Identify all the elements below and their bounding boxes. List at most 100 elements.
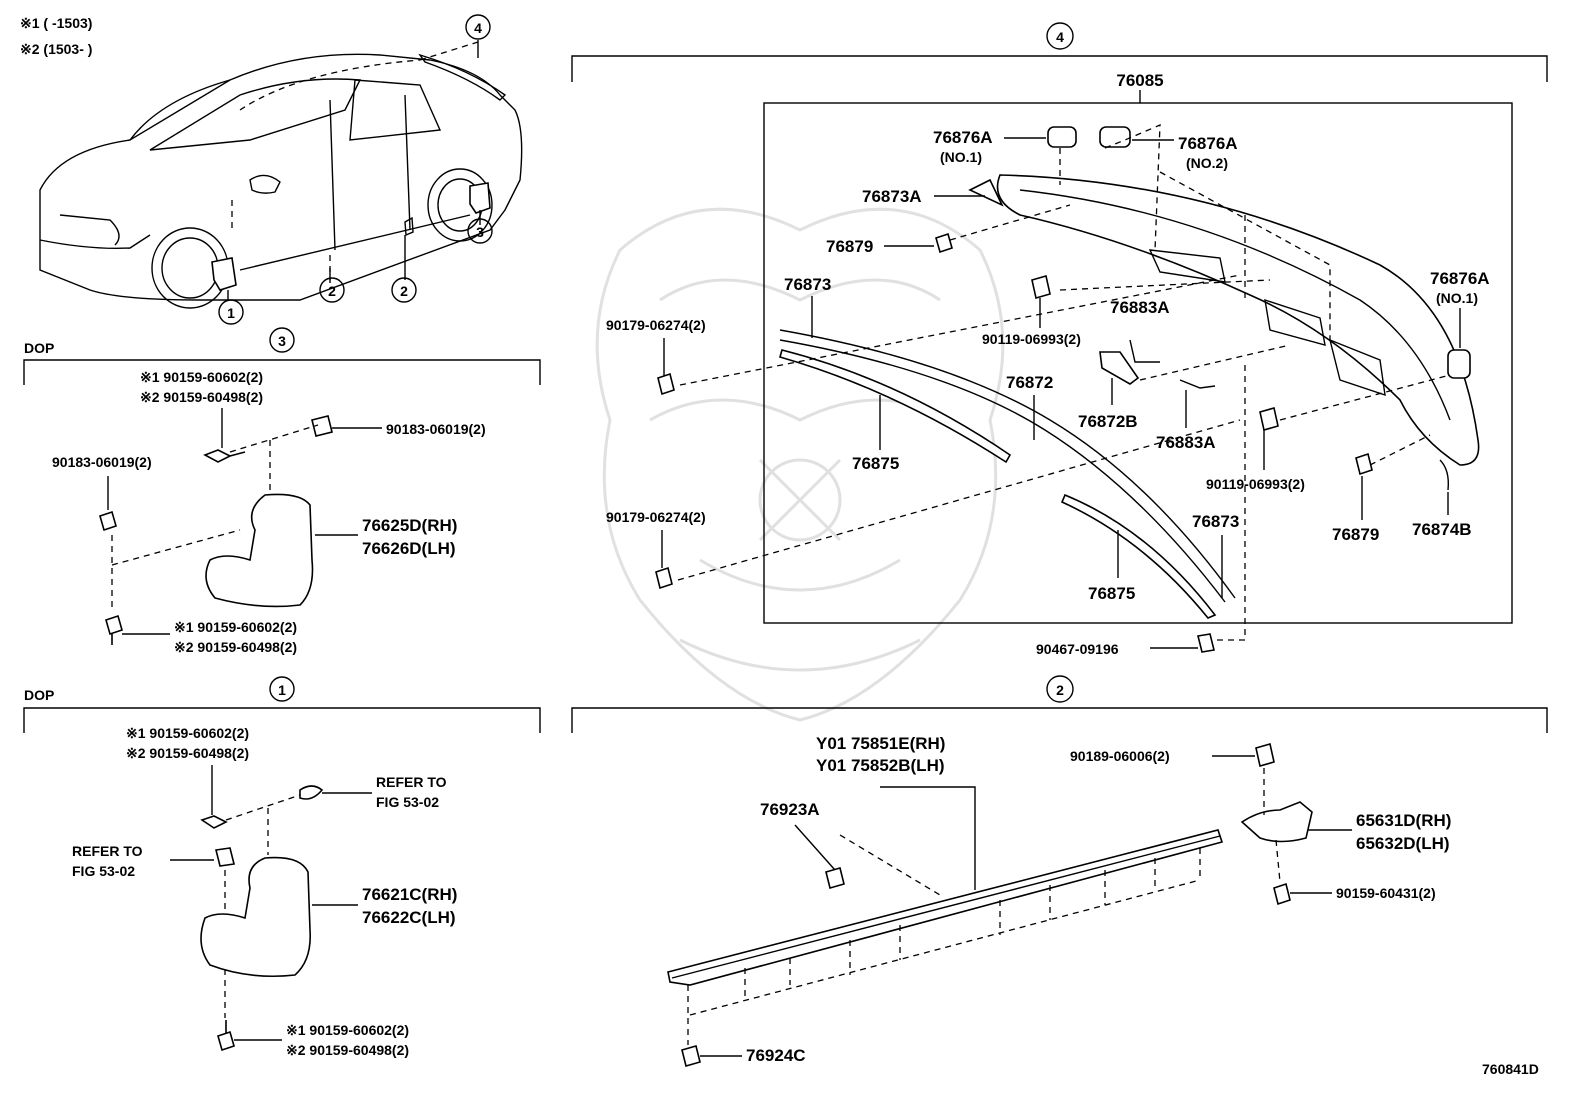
section-3-bracket bbox=[23, 359, 541, 385]
s4-label-76876a-1: 76876A bbox=[933, 128, 993, 147]
s1-refer-left-2: FIG 53-02 bbox=[72, 863, 135, 879]
svg-text:3: 3 bbox=[278, 333, 286, 349]
s3-bolt-bot-2: ※2 90159-60498(2) bbox=[174, 639, 297, 655]
car-overview-illustration bbox=[39, 41, 523, 309]
s3-nut-right-icon bbox=[311, 415, 333, 437]
s4-label-76876a-3: 76876A bbox=[1430, 269, 1490, 288]
s1-bolt-bot-1: ※1 90159-60602(2) bbox=[286, 1022, 409, 1038]
s4-label-76873-b: 76873 bbox=[1192, 512, 1239, 531]
s4-label-76879-b: 76879 bbox=[1332, 525, 1379, 544]
s3-bolt-top-icon bbox=[203, 449, 246, 463]
marker-1-section: 1 bbox=[269, 676, 295, 702]
s1-mudflap-icon bbox=[200, 856, 312, 978]
s3-nut-left: 90183-06019(2) bbox=[52, 454, 152, 470]
spacer-76883a-a-icon bbox=[1129, 339, 1160, 363]
samurai-watermark-icon bbox=[595, 207, 1005, 722]
s4-label-76883a-a: 76883A bbox=[1110, 298, 1170, 317]
s3-bolt-top-2: ※2 90159-60498(2) bbox=[140, 389, 263, 405]
s4-label-90179-b: 90179-06274(2) bbox=[606, 509, 706, 525]
s3-mudflap-icon bbox=[205, 493, 314, 608]
s2-clip-bottom-label: 76924C bbox=[746, 1046, 806, 1065]
mud-guard-icon bbox=[1240, 801, 1313, 843]
svg-text:1: 1 bbox=[278, 682, 286, 698]
section-1-bracket bbox=[23, 707, 541, 733]
s4-clip-90467-icon bbox=[1197, 633, 1215, 653]
svg-text:2: 2 bbox=[1056, 682, 1064, 698]
s1-bolt-top-icon bbox=[200, 815, 228, 829]
seal-no2-icon bbox=[1099, 126, 1131, 148]
marker-2-section: 2 bbox=[1046, 675, 1074, 703]
s4-label-90179-a: 90179-06274(2) bbox=[606, 317, 706, 333]
strip-76875-lower-icon bbox=[1060, 493, 1217, 619]
svg-text:4: 4 bbox=[1056, 29, 1064, 45]
spoiler-assembly-frame bbox=[763, 102, 1513, 624]
figure-id: 760841D bbox=[1482, 1061, 1539, 1077]
svg-text:2: 2 bbox=[400, 283, 408, 299]
s1-bolt-top-2: ※2 90159-60498(2) bbox=[126, 745, 249, 761]
s3-bolt-bottom-icon bbox=[105, 614, 123, 645]
s4-label-76875-a: 76875 bbox=[852, 454, 899, 473]
marker-4-car: 4 bbox=[465, 14, 491, 40]
s1-bolt-top-1: ※1 90159-60602(2) bbox=[126, 725, 249, 741]
s4-clip-76879-a-icon bbox=[935, 232, 953, 254]
svg-text:1: 1 bbox=[227, 305, 235, 321]
section-2-bracket bbox=[571, 707, 1548, 733]
s4-assy-number: 76085 bbox=[1116, 71, 1163, 90]
s2-mold-lh: Y01 75852B(LH) bbox=[816, 756, 945, 775]
marker-2-car-b: 2 bbox=[391, 277, 417, 303]
s4-screw-b-icon bbox=[1259, 406, 1279, 432]
s4-label-no1-right: (NO.1) bbox=[1436, 290, 1478, 306]
s2-clip-label: 76923A bbox=[760, 800, 820, 819]
s2-clip-bottom-icon bbox=[681, 1045, 701, 1067]
svg-text:2: 2 bbox=[328, 283, 336, 299]
marker-4-section: 4 bbox=[1046, 22, 1074, 50]
s2-screw-bottom-label: 90159-60431(2) bbox=[1336, 885, 1436, 901]
s1-bolt-bottom-icon bbox=[217, 1020, 235, 1052]
s4-label-76883a-b: 76883A bbox=[1156, 433, 1216, 452]
s1-refer-right-2: FIG 53-02 bbox=[376, 794, 439, 810]
spacer-76874b-icon bbox=[1439, 459, 1450, 491]
s3-nut-left-icon bbox=[99, 510, 117, 532]
s1-clip-left-icon bbox=[215, 847, 235, 867]
s4-label-90119-b: 90119-06993(2) bbox=[1206, 476, 1305, 492]
s4-label-76872b: 76872B bbox=[1078, 412, 1138, 431]
marker-1-car: 1 bbox=[218, 299, 244, 325]
s4-screw-a-icon bbox=[1031, 274, 1051, 300]
section-3-dop-label: DOP bbox=[24, 340, 54, 356]
section-1-dop-label: DOP bbox=[24, 687, 54, 703]
s4-label-90119-a: 90119-06993(2) bbox=[982, 331, 1081, 347]
s1-bolt-bot-2: ※2 90159-60498(2) bbox=[286, 1042, 409, 1058]
s2-screw-bottom-icon bbox=[1273, 882, 1291, 906]
section-4-bracket bbox=[571, 55, 1548, 82]
marker-3-section: 3 bbox=[269, 327, 295, 353]
note-1: ※1 ( -1503) bbox=[20, 15, 92, 31]
svg-text:4: 4 bbox=[474, 20, 482, 36]
s3-flap-rh: 76625D(RH) bbox=[362, 516, 457, 535]
s4-label-76874b: 76874B bbox=[1412, 520, 1472, 539]
s1-clip-icon bbox=[299, 785, 324, 800]
s4-label-76875-b: 76875 bbox=[1088, 584, 1135, 603]
s2-screw-top-icon bbox=[1255, 742, 1275, 768]
bracket-76872b-icon bbox=[1099, 351, 1140, 385]
cushion-icon bbox=[968, 178, 1004, 207]
s1-flap-rh: 76621C(RH) bbox=[362, 885, 457, 904]
s3-bolt-top-1: ※1 90159-60602(2) bbox=[140, 369, 263, 385]
seal-no1-icon bbox=[1047, 126, 1077, 148]
s4-label-76872: 76872 bbox=[1006, 373, 1053, 392]
s4-label-no1: (NO.1) bbox=[940, 149, 982, 165]
s2-guard-rh: 65631D(RH) bbox=[1356, 811, 1451, 830]
marker-2-car-a: 2 bbox=[319, 277, 345, 303]
s1-flap-lh: 76622C(LH) bbox=[362, 908, 456, 927]
s2-guard-lh: 65632D(LH) bbox=[1356, 834, 1450, 853]
s1-refer-right-1: REFER TO bbox=[376, 774, 447, 790]
molding-76872-icon bbox=[779, 329, 1236, 599]
s4-label-76873a: 76873A bbox=[862, 187, 922, 206]
seal-no1-right-icon bbox=[1447, 349, 1471, 379]
s4-label-76876a-2: 76876A bbox=[1178, 134, 1238, 153]
note-2: ※2 (1503- ) bbox=[20, 41, 92, 57]
s4-label-76873-a: 76873 bbox=[784, 275, 831, 294]
marker-3-car: 3 bbox=[467, 218, 493, 244]
s4-label-no2: (NO.2) bbox=[1186, 155, 1228, 171]
svg-text:3: 3 bbox=[476, 224, 484, 240]
spacer-76883a-b-icon bbox=[1179, 379, 1216, 389]
